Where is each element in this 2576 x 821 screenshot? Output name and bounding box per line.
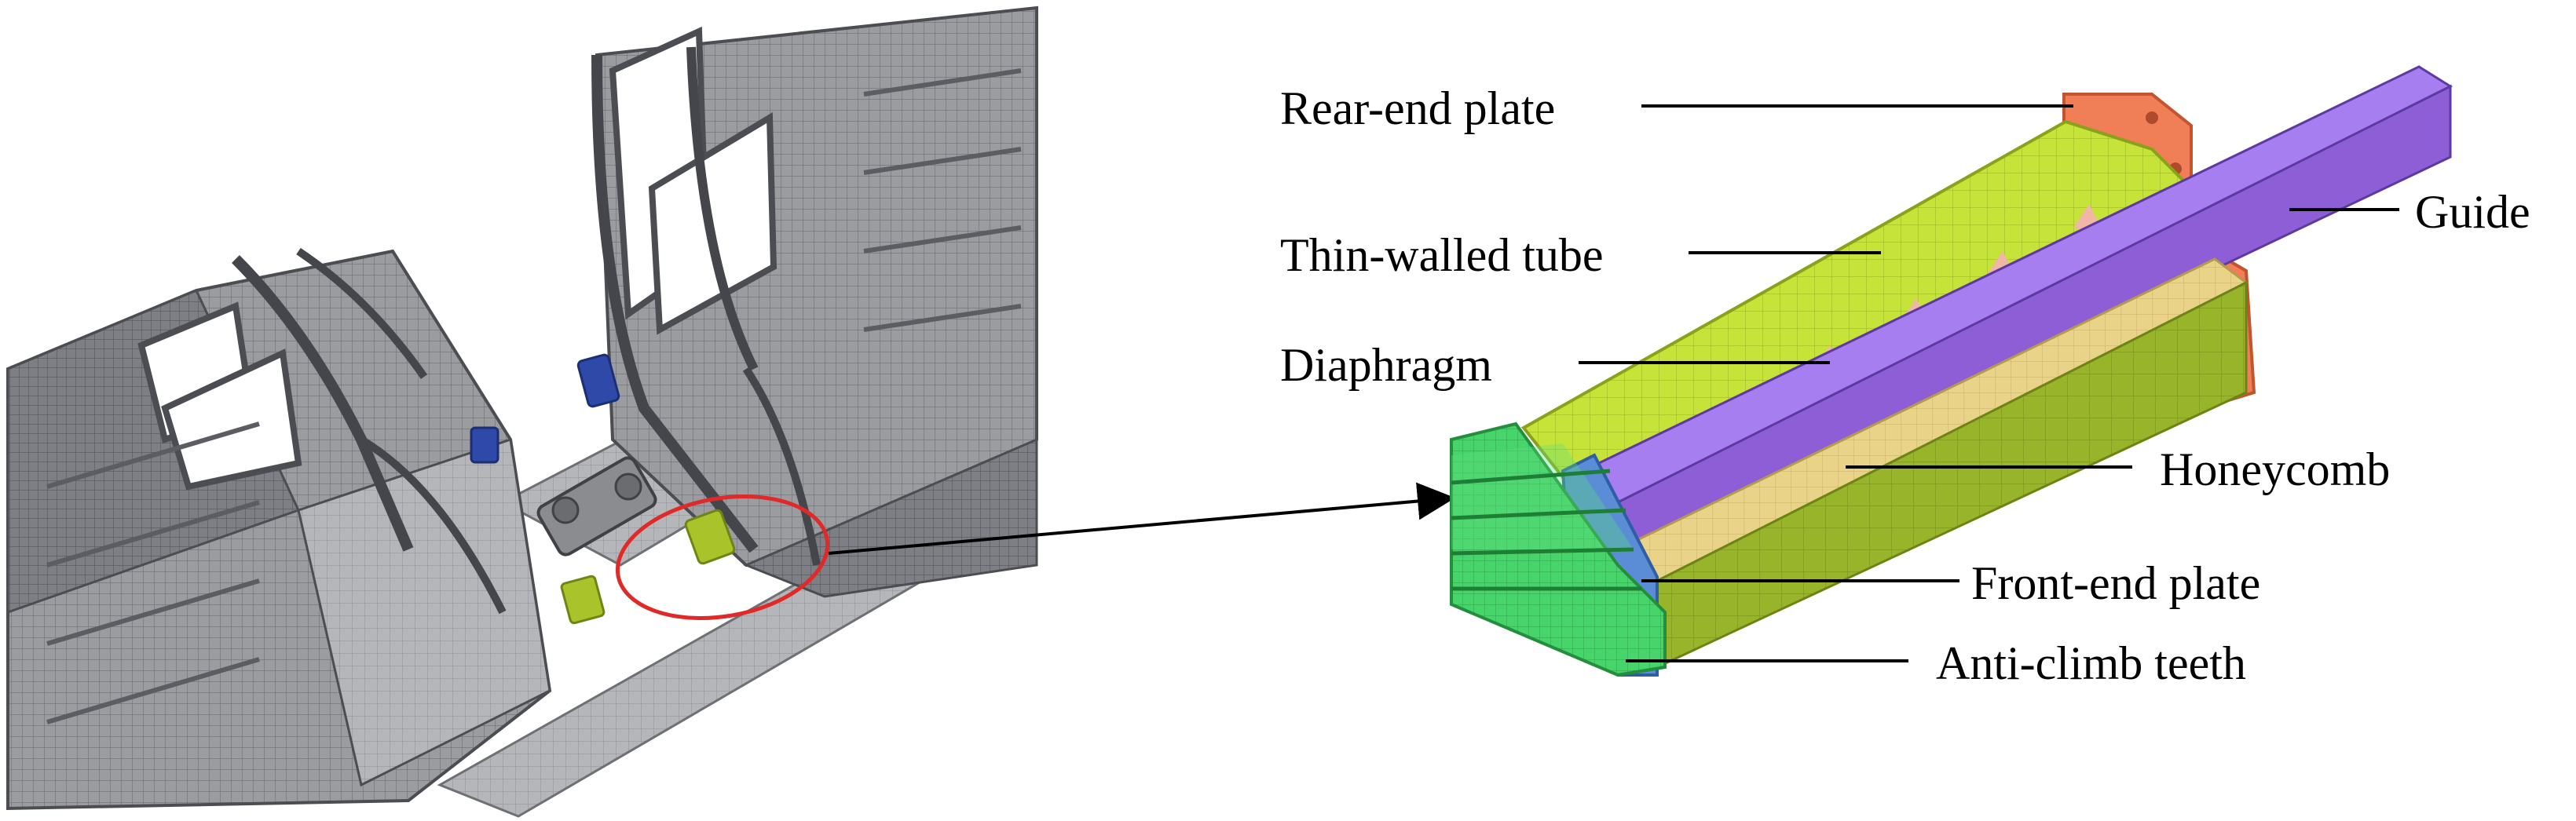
highlight-circle: [615, 494, 830, 620]
label-rear-end-plate: Rear-end plate: [1280, 82, 1556, 134]
label-anti-climb-teeth: Anti-climb teeth: [1936, 637, 2246, 689]
energy-absorber-model: [1450, 65, 2453, 677]
zoom-arrow: [828, 482, 1455, 555]
label-diaphragm: Diaphragm: [1280, 339, 1492, 391]
label-thin-walled-tube: Thin-walled tube: [1280, 229, 1604, 281]
train-fe-model: [6, 5, 1038, 818]
rear-car: [576, 5, 1038, 598]
label-front-end-plate: Front-end plate: [1971, 557, 2261, 609]
coupler: [536, 456, 657, 556]
label-honeycomb: Honeycomb: [2160, 443, 2391, 495]
leader-lines: [1579, 104, 2399, 662]
front-car: [6, 247, 606, 811]
label-guide: Guide: [2415, 186, 2530, 238]
anti-climb-teeth-part: [1450, 421, 1667, 677]
